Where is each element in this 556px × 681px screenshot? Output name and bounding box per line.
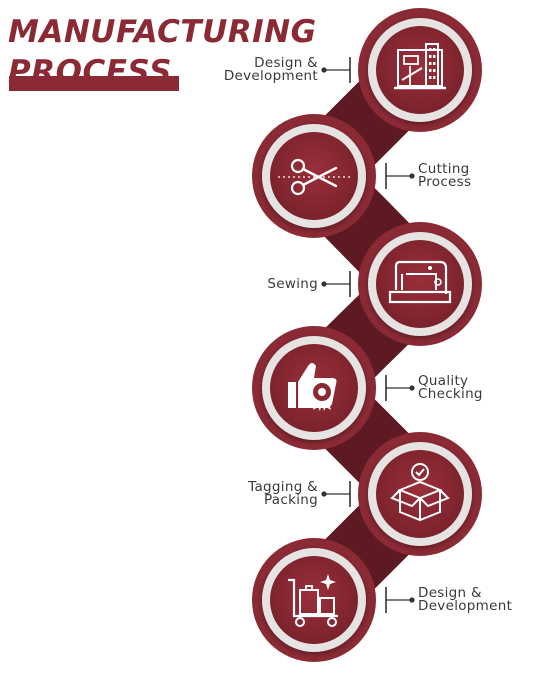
process-step bbox=[252, 538, 376, 662]
step-label: Tagging & Packing bbox=[248, 479, 318, 508]
process-step bbox=[358, 432, 482, 556]
step-label: Design & Development bbox=[418, 585, 513, 614]
step-inner-disk bbox=[270, 556, 358, 644]
title-line-2: PROCESS bbox=[8, 54, 172, 90]
label-leader bbox=[385, 163, 415, 189]
step-label: Design & Development bbox=[223, 55, 318, 84]
package-box-icon bbox=[390, 463, 450, 522]
label-leader bbox=[321, 57, 351, 83]
title-line-1: MANUFACTURING bbox=[8, 14, 317, 50]
label-leader bbox=[385, 587, 415, 613]
step-inner-disk bbox=[376, 240, 464, 328]
step-label: Cutting Process bbox=[418, 161, 472, 190]
sewing-machine-icon bbox=[388, 260, 452, 304]
step-label: Sewing bbox=[267, 275, 318, 292]
label-leader bbox=[321, 271, 351, 297]
label-leaders bbox=[321, 57, 415, 613]
process-step bbox=[358, 222, 482, 346]
process-step bbox=[252, 114, 376, 238]
label-leader bbox=[385, 375, 415, 401]
thumbs-up-badge-icon bbox=[288, 363, 337, 411]
step-label: Quality Checking bbox=[418, 373, 483, 402]
label-leader bbox=[321, 481, 351, 507]
step-inner-disk bbox=[376, 450, 464, 538]
step-nodes bbox=[252, 8, 482, 662]
luggage-cart-icon bbox=[288, 574, 338, 627]
process-step bbox=[358, 8, 482, 132]
process-step bbox=[252, 326, 376, 450]
design-building-icon bbox=[394, 43, 446, 90]
title-underline-bar bbox=[9, 76, 179, 91]
scissors-icon bbox=[278, 158, 350, 196]
